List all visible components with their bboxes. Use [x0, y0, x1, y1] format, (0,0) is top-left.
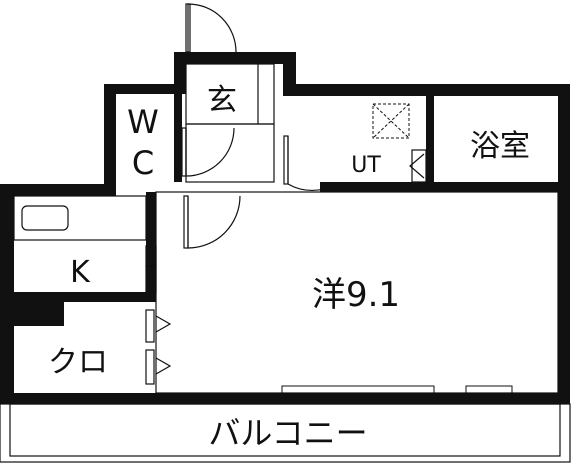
genkan-label: 玄 [207, 83, 237, 118]
kitchen-sink-icon [13, 195, 147, 241]
vanity-icon [409, 149, 427, 183]
closet-doors [145, 309, 172, 385]
western-room-label: 洋9.1 [312, 275, 400, 315]
walls [0, 52, 570, 404]
genkan-area [185, 63, 275, 183]
ut-door [283, 135, 337, 191]
western-room-outline [155, 191, 559, 394]
entrance-door [185, 3, 237, 53]
wc-label-w: W [127, 103, 159, 141]
balcony-label: バルコニー [208, 414, 367, 452]
wc-door [181, 127, 235, 177]
main-room-door [183, 195, 241, 249]
bath-label: 浴室 [470, 129, 530, 164]
kitchen-label: K [70, 255, 91, 290]
closet-label: クロ [48, 345, 108, 380]
windows [281, 385, 513, 394]
balcony [0, 403, 571, 463]
ut-label: UT [351, 153, 381, 178]
washing-machine-icon [372, 103, 410, 139]
wc-label-c: C [132, 144, 154, 182]
